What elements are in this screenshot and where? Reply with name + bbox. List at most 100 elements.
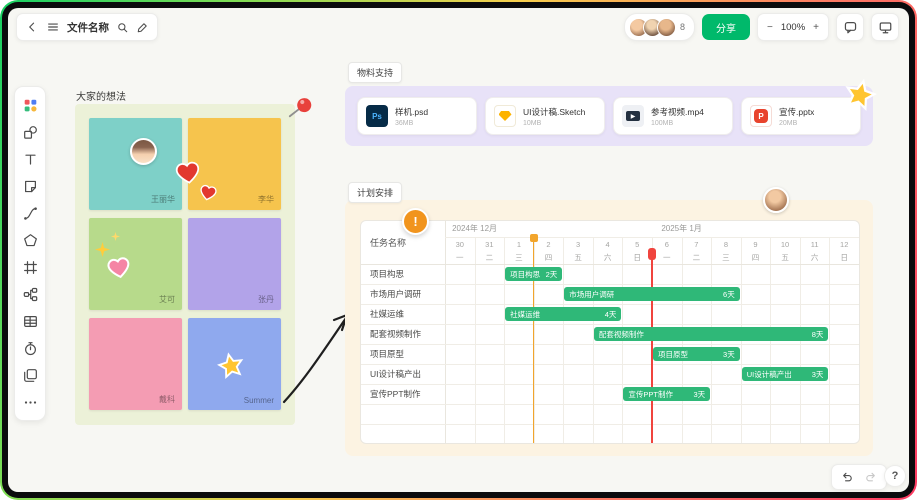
gantt-bar-duration: 3天 (811, 369, 824, 379)
grid-line (361, 284, 859, 285)
task-name[interactable]: 配套视频制作 (370, 329, 422, 339)
present-button[interactable] (871, 13, 899, 41)
today-marker[interactable] (648, 248, 656, 260)
weekday-header: 五 (574, 253, 582, 262)
weekday-header: 四 (544, 253, 553, 262)
grid-line (361, 384, 859, 385)
tool-shape-icon[interactable] (19, 229, 41, 251)
menu-icon[interactable] (46, 20, 60, 34)
topbar-left: 文件名称 (16, 13, 158, 41)
psd-file-icon: Ps (366, 105, 388, 127)
day-header: 5 (635, 240, 640, 249)
redo-icon[interactable] (864, 470, 878, 484)
member-avatar[interactable] (130, 138, 157, 165)
tool-more-icon[interactable] (19, 391, 41, 413)
zoom-out-button[interactable]: − (767, 21, 773, 33)
sticky-note[interactable]: 王丽华 (89, 118, 182, 210)
file-name[interactable]: 文件名称 (67, 21, 109, 34)
task-name[interactable]: UI设计稿产出 (370, 369, 422, 379)
sparkle-sticker[interactable] (111, 232, 120, 241)
task-name[interactable]: 市场用户调研 (370, 289, 422, 299)
pushpin-icon[interactable] (286, 94, 316, 124)
edit-icon[interactable] (136, 21, 149, 34)
gantt-bar-label: 市场用户调研 (569, 289, 615, 299)
star-sticker[interactable] (843, 78, 877, 112)
grid-line (445, 237, 859, 238)
sticky-note-author: 李华 (258, 195, 274, 204)
history-controls (831, 464, 887, 490)
weekday-header: 三 (722, 253, 730, 262)
tool-apps-icon[interactable] (19, 94, 41, 116)
zoom-level[interactable]: 100% (780, 21, 806, 33)
tool-text-icon[interactable] (19, 148, 41, 170)
warning-icon[interactable]: ! (402, 208, 429, 235)
tool-sticky-note-icon[interactable] (19, 175, 41, 197)
task-name[interactable]: 宣传PPT制作 (370, 389, 421, 399)
zoom-in-button[interactable]: + (813, 21, 819, 33)
day-header: 8 (723, 240, 728, 249)
sticky-notes-grid: 王丽华李华艾可张丹戴科 Summer (89, 118, 281, 411)
member-avatar[interactable] (763, 187, 789, 213)
tool-timer-icon[interactable] (19, 337, 41, 359)
task-name[interactable]: 社媒运维 (370, 309, 405, 319)
present-icon (879, 21, 891, 33)
tool-layers-icon[interactable] (19, 364, 41, 386)
milestone-marker[interactable] (529, 234, 538, 242)
grid-line (361, 424, 859, 425)
sticky-note[interactable]: 戴科 (89, 318, 182, 410)
grid-line (474, 237, 476, 443)
share-button[interactable]: 分享 (702, 14, 750, 40)
star-sticker[interactable] (217, 352, 245, 380)
tool-sidebar (14, 86, 46, 421)
sticky-note[interactable]: 张丹 (188, 218, 281, 310)
plan-label[interactable]: 计划安排 (348, 182, 403, 203)
day-header: 12 (840, 240, 849, 249)
task-name[interactable]: 项目原型 (370, 349, 405, 359)
ideas-board[interactable]: 王丽华李华艾可张丹戴科 Summer (75, 104, 295, 425)
comment-button[interactable] (836, 13, 864, 41)
heart-sticker[interactable] (199, 184, 217, 202)
heart-sticker[interactable] (175, 160, 201, 186)
search-icon[interactable] (116, 21, 129, 34)
weekday-header: 四 (751, 253, 760, 262)
heart-sticker-pink[interactable] (107, 256, 131, 280)
gantt-bar-label: 配套视频制作 (598, 329, 644, 339)
materials-label[interactable]: 物料支持 (348, 62, 403, 83)
task-name[interactable]: 项目构思 (370, 269, 405, 279)
day-header: 4 (605, 240, 610, 249)
tool-mindmap-icon[interactable] (19, 283, 41, 305)
file-title: 样机.psd (395, 106, 429, 117)
collaborator-avatars[interactable]: 8 (623, 13, 695, 41)
help-button[interactable]: ? (884, 465, 906, 487)
sticky-note[interactable]: 艾可 (89, 218, 182, 310)
grid-line (361, 344, 859, 345)
tool-frame-icon[interactable] (19, 256, 41, 278)
tool-shapes-icon[interactable] (19, 121, 41, 143)
undo-icon[interactable] (840, 470, 854, 484)
grid-line (361, 404, 859, 405)
tool-connector-icon[interactable] (19, 202, 41, 224)
back-icon[interactable] (25, 20, 39, 34)
sparkle-sticker[interactable] (95, 242, 110, 257)
file-size: 10MB (523, 119, 542, 127)
weekday-header: 一 (663, 253, 671, 262)
sticky-note-author: Summer (243, 396, 274, 405)
month-header: 2024年 12月 (452, 224, 498, 233)
tool-table-icon[interactable] (19, 310, 41, 332)
